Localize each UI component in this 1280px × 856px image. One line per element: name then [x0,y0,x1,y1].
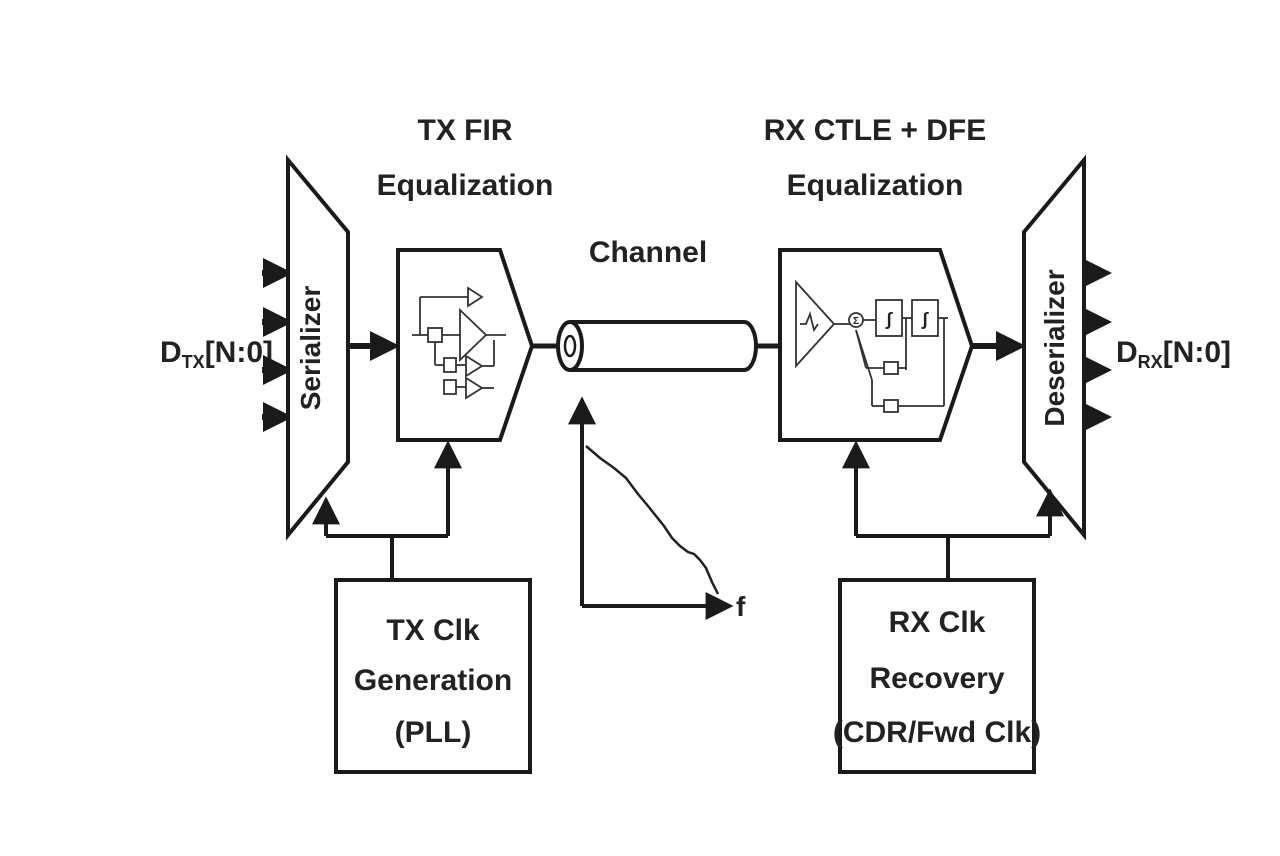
drx-output-arrows [1082,258,1112,432]
rx-clk-line1: RX Clk [889,606,986,639]
drx-range: [N:0] [1163,336,1231,369]
freq-axis-label: f [736,591,746,622]
drx-subscript: RX [1138,352,1163,372]
channel-response-plot: f [568,396,746,622]
dtx-main: D [160,336,182,369]
rx-eq-title-line2: Equalization [787,169,964,202]
tx-fir-block [396,248,535,442]
dtx-subscript: TX [182,352,205,372]
fir-schematic-icon [412,286,506,400]
tx-fir-title-line2: Equalization [377,169,554,202]
deserializer-label: Deserializer [1039,269,1070,426]
tx-clock-lines [312,440,462,578]
dtx-input-arrows [262,258,293,432]
rx-eq-block: Σ ∫ ∫ [778,248,975,442]
rx-clk-line3: (CDR/Fwd Clk) [833,716,1041,749]
dtx-label: DTX[N:0] [160,336,273,372]
tx-clk-line3: (PLL) [395,716,472,749]
drx-main: D [1116,336,1138,369]
serializer-label: Serializer [295,286,326,411]
channel-cable [556,320,758,372]
dfe-tap2-symbol: ∫ [922,309,930,329]
rx-eq-title-line1: RX CTLE + DFE [764,114,987,147]
deserializer-block: Deserializer [1022,154,1086,541]
dfe-tap1-symbol: ∫ [886,309,894,329]
rx-clock-lines [842,440,1064,578]
channel-loss-curve [585,445,720,595]
serializer-block: Serializer [286,154,350,541]
tx-clk-line2: Generation [354,664,512,697]
rx-clk-recovery-block: RX Clk Recovery (CDR/Fwd Clk) [833,578,1041,774]
rx-clk-line2: Recovery [869,662,1004,695]
tx-clk-generation-block: TX Clk Generation (PLL) [334,578,532,774]
dfe-sum-symbol: Σ [853,316,859,327]
tx-clk-line1: TX Clk [386,614,480,647]
drx-label: DRX[N:0] [1116,336,1231,372]
ctle-dfe-schematic-icon: Σ ∫ ∫ [795,279,948,413]
tx-fir-title-line1: TX FIR [418,114,513,147]
channel-title: Channel [589,236,707,269]
dtx-range: [N:0] [205,336,273,369]
